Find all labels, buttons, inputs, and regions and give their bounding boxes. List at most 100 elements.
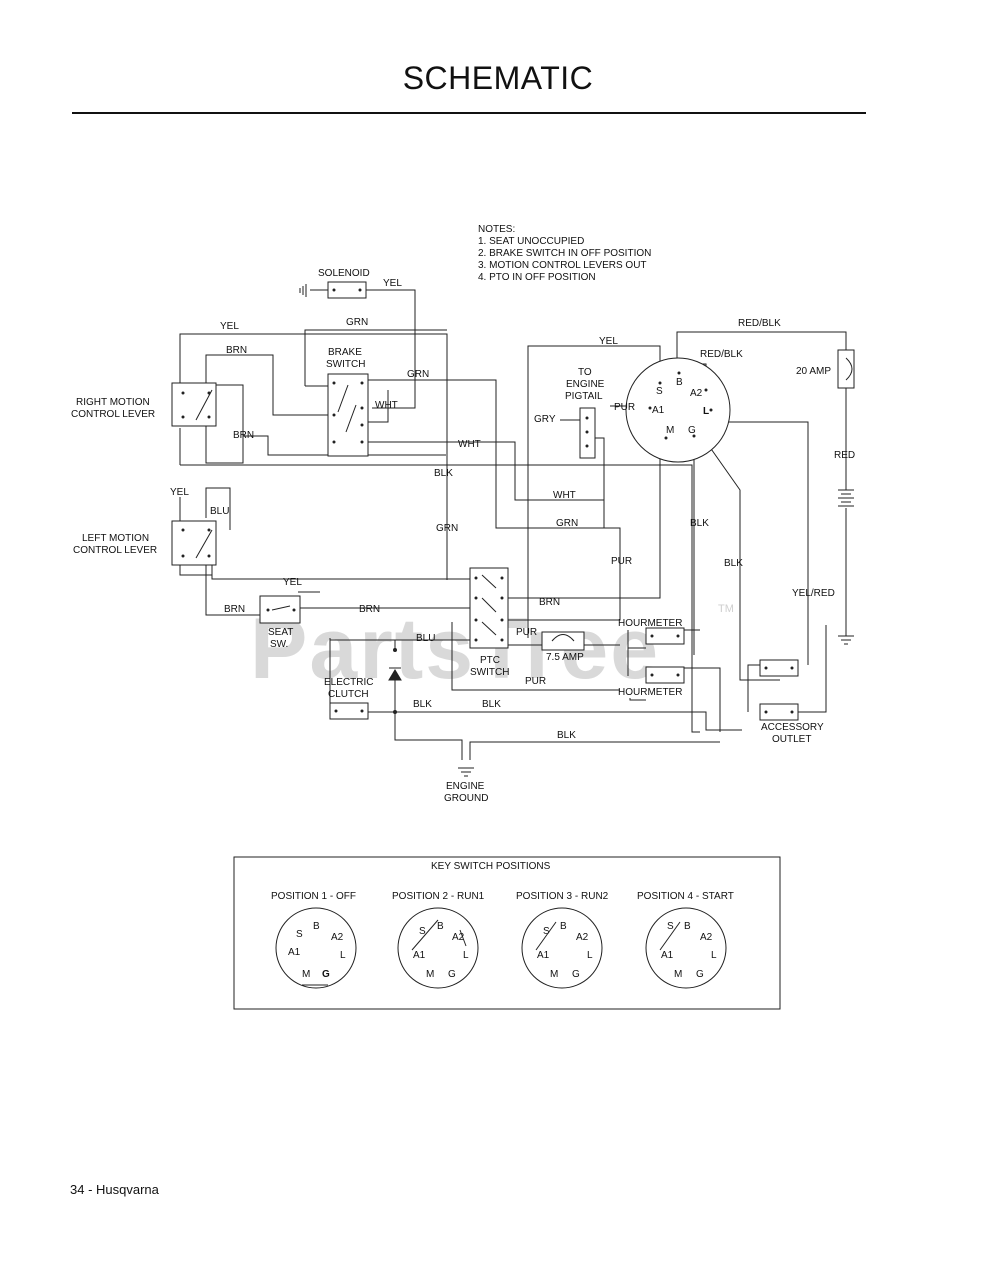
kp4-a1: A1 [661,950,674,961]
kp1-l: L [340,950,346,961]
wire-yel-solenoid: YEL [383,278,402,289]
kp1-a1: A1 [288,947,301,958]
accessory-outlet [759,703,799,721]
kp4-l: L [711,950,717,961]
wire-blk-ign-1: BLK [690,518,709,529]
key-switch-panel: KEY SWITCH POSITIONS POSITION 1 - OFF B … [233,856,781,1010]
wire-grn-brake: GRN [407,369,429,380]
pigtail-label-3: PIGTAIL [565,391,603,402]
fuse-20-amp [837,349,855,389]
kp2-a1: A1 [413,950,426,961]
wire-brn-ptc: BRN [539,597,560,608]
key-position-3: POSITION 3 - RUN2 S B A2 A1 L M G [516,891,609,989]
wire-blk-clutch-1: BLK [413,699,432,710]
kp4-s: S [667,921,674,932]
page-footer: 34 - Husqvarna [70,1182,159,1197]
key-position-4-label: POSITION 4 - START [637,891,734,902]
wire-wht-brake: WHT [375,400,398,411]
wire-brn-seat-right: BRN [359,604,380,615]
accessory-label-1: ACCESSORY [761,722,824,733]
kp4-a2: A2 [700,932,713,943]
wire-blu-ptc: BLU [416,633,435,644]
battery-ground [838,635,854,645]
solenoid [299,281,367,299]
ign-terminal-s: S [656,386,663,397]
watermark-tm: TM [718,603,734,615]
key-position-3-label: POSITION 3 - RUN2 [516,891,609,902]
key-position-1: POSITION 1 - OFF B S A2 A1 L M G [271,891,357,989]
pigtail-label-1: TO [578,367,592,378]
hourmeter-2-label: HOURMETER [618,687,682,698]
title-rule [72,112,866,114]
diode [388,667,402,681]
ptc-switch-label-2: SWITCH [470,667,509,678]
kp2-b: B [437,921,444,932]
kp4-m: M [674,969,682,980]
key-switch-box [233,856,781,1010]
wire-yel-left: YEL [170,487,189,498]
kp1-a2: A2 [331,932,344,943]
fuse-20-label: 20 AMP [796,366,831,377]
key-switch-title: KEY SWITCH POSITIONS [431,861,551,872]
kp4-b: B [684,921,691,932]
ignition-switch [625,357,731,463]
kp2-m: M [426,969,434,980]
kp3-l: L [587,950,593,961]
kp1-m: M [302,969,310,980]
kp4-g: G [696,969,704,980]
watermark-text: PartsTree [250,601,660,697]
key-position-2-label: POSITION 2 - RUN1 [392,891,485,902]
hourmeter-1 [645,627,685,645]
wire-wht-mid: WHT [458,439,481,450]
solenoid-label: SOLENOID [318,268,370,279]
wire-blk-mid: BLK [434,468,453,479]
left-lever-switch [171,520,217,566]
clutch-label-2: CLUTCH [328,689,369,700]
note-1: 1. SEAT UNOCCUPIED [478,236,584,247]
clutch-label-1: ELECTRIC [324,677,373,688]
kp3-b: B [560,921,567,932]
kp3-m: M [550,969,558,980]
wire-red-blk-in: RED/BLK [700,349,743,360]
right-lever-switch [171,382,217,427]
note-4: 4. PTO IN OFF POSITION [478,272,596,283]
terminal-dots [181,288,794,714]
seat-switch-label-2: SW. [270,639,288,650]
ign-terminal-a1: A1 [652,405,665,416]
wire-red: RED [834,450,855,461]
wire-yel-seat: YEL [283,577,302,588]
wire-yel-ign: YEL [599,336,618,347]
wire-blk-clutch-2: BLK [482,699,501,710]
ign-terminal-g: G [688,425,696,436]
wire-grn-low: GRN [556,518,578,529]
kp3-s: S [543,926,550,937]
right-lever-label-2: CONTROL LEVER [71,409,155,420]
components [171,281,855,777]
fuse-7-5-amp [541,631,585,651]
page-title: SCHEMATIC [402,60,594,96]
ign-terminal-m: M [666,425,674,436]
kp1-b: B [313,921,320,932]
kp1-g: G [322,969,330,980]
wire-wht-low: WHT [553,490,576,501]
wire-brn-right: BRN [233,430,254,441]
note-2: 2. BRAKE SWITCH IN OFF POSITION [478,248,651,259]
key-position-1-label: POSITION 1 - OFF [271,891,356,902]
watermark: PartsTree TM [250,601,734,697]
key-position-2: POSITION 2 - RUN1 S B A2 A1 L M G [392,891,485,989]
kp3-a2: A2 [576,932,589,943]
engine-ground-symbol [458,767,474,777]
hourmeter-1-label: HOURMETER [618,618,682,629]
kp2-a2: A2 [452,932,465,943]
wire-yel-top: YEL [220,321,239,332]
pigtail-label-2: ENGINE [566,379,605,390]
labels: NOTES: 1. SEAT UNOCCUPIED 2. BRAKE SWITC… [71,224,855,804]
wire-blk-ign-2: BLK [724,558,743,569]
ign-terminal-l: L [703,406,709,417]
brake-switch-label-1: BRAKE [328,347,362,358]
notes-heading: NOTES: [478,224,515,235]
wire-gry: GRY [534,414,556,425]
engine-ground-label-1: ENGINE [446,781,485,792]
left-lever-label-1: LEFT MOTION [82,533,149,544]
